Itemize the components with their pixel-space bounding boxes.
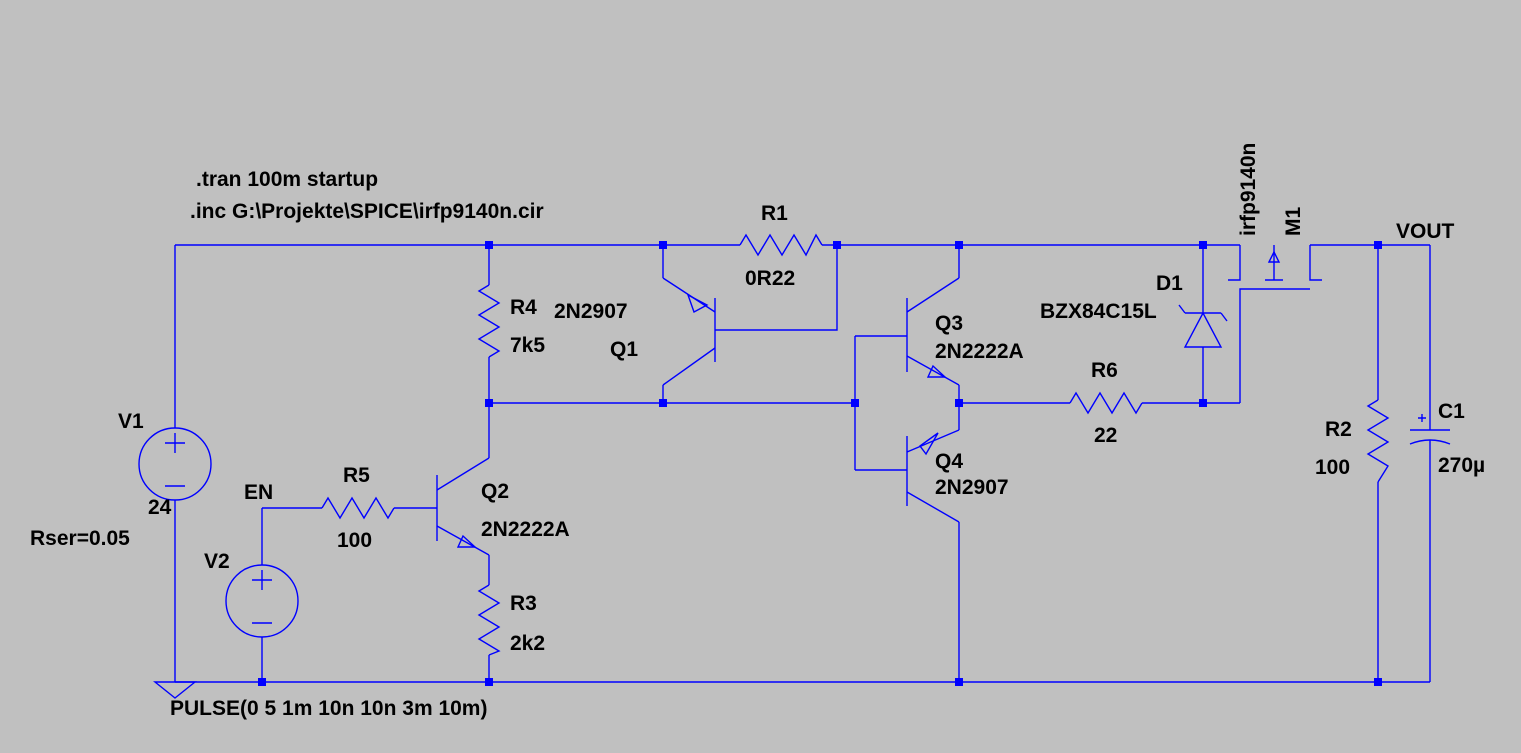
transistor-q4[interactable] [906, 429, 960, 523]
label-v1: V1 [118, 410, 144, 433]
resistor-r1[interactable] [739, 233, 823, 257]
junction-dot [659, 399, 667, 407]
junction-dot [955, 678, 963, 686]
transistor-q2[interactable] [436, 457, 490, 556]
zener-diode-d1[interactable] [1178, 304, 1228, 348]
junction-dot [659, 241, 667, 249]
value-r5: 100 [337, 529, 372, 552]
junction-dot [1374, 241, 1382, 249]
wires [174, 244, 1431, 683]
junction-dot [955, 241, 963, 249]
label-en: EN [244, 481, 273, 504]
value-v2: PULSE(0 5 1m 10n 10n 3m 10m) [170, 697, 487, 720]
label-r2: R2 [1325, 418, 1352, 441]
value-r3: 2k2 [510, 632, 545, 655]
label-q3: Q3 [935, 312, 963, 335]
transistor-q1[interactable] [662, 277, 716, 386]
junction-dot [258, 678, 266, 686]
resistor-r3[interactable] [477, 584, 501, 656]
label-r5: R5 [343, 464, 370, 487]
junction-dot [833, 241, 841, 249]
junction-dot [955, 399, 963, 407]
junction-dot [851, 399, 859, 407]
label-c1: C1 [1438, 400, 1465, 423]
junctions [258, 241, 1382, 686]
value-q2: 2N2222A [481, 518, 570, 541]
junction-dot [485, 678, 493, 686]
value-d1: BZX84C15L [1040, 300, 1157, 323]
label-vout: VOUT [1396, 220, 1455, 243]
wire [1239, 288, 1310, 403]
value-r6: 22 [1094, 424, 1117, 447]
label-r4: R4 [510, 296, 537, 319]
junction-dot [1374, 678, 1382, 686]
label-m1: M1 [1282, 207, 1305, 236]
ground-symbol[interactable] [153, 681, 197, 699]
value-r4: 7k5 [510, 334, 545, 357]
value-q1: 2N2907 [554, 300, 628, 323]
voltage-source-v1[interactable] [138, 427, 212, 501]
transistor-q3[interactable] [906, 277, 960, 386]
value-v1: 24 [148, 496, 172, 519]
label-q1: Q1 [610, 338, 638, 361]
voltage-source-v2[interactable] [225, 564, 299, 638]
junction-dot [485, 241, 493, 249]
resistor-r6[interactable] [1069, 391, 1143, 415]
resistor-r2[interactable] [1366, 399, 1390, 483]
label-d1: D1 [1156, 272, 1183, 295]
wire [715, 245, 838, 331]
label-r3: R3 [510, 592, 537, 615]
resistor-r5[interactable] [321, 496, 395, 520]
mosfet-m1[interactable] [1228, 245, 1322, 281]
directive-inc: .inc G:\Projekte\SPICE\irfp9140n.cir [190, 200, 544, 223]
junction-dot [1199, 241, 1207, 249]
value-r2: 100 [1315, 456, 1350, 479]
capacitor-c1[interactable] [1409, 414, 1451, 445]
value-q4: 2N2907 [935, 476, 1009, 499]
label-q4: Q4 [935, 450, 963, 473]
label-v2: V2 [204, 550, 230, 573]
value-r1: 0R22 [745, 267, 795, 290]
label-r1: R1 [761, 202, 788, 225]
junction-dot [485, 399, 493, 407]
resistor-r4[interactable] [477, 284, 501, 358]
value-c1: 270µ [1438, 454, 1485, 477]
value-m1: irfp9140n [1237, 143, 1260, 236]
labels: .tran 100m startup .inc G:\Projekte\SPIC… [30, 143, 1485, 720]
directive-tran: .tran 100m startup [196, 168, 378, 191]
label-q2: Q2 [481, 480, 509, 503]
value-q3: 2N2222A [935, 340, 1024, 363]
extra-v1: Rser=0.05 [30, 527, 130, 550]
junction-dot [1199, 399, 1207, 407]
label-r6: R6 [1091, 359, 1118, 382]
